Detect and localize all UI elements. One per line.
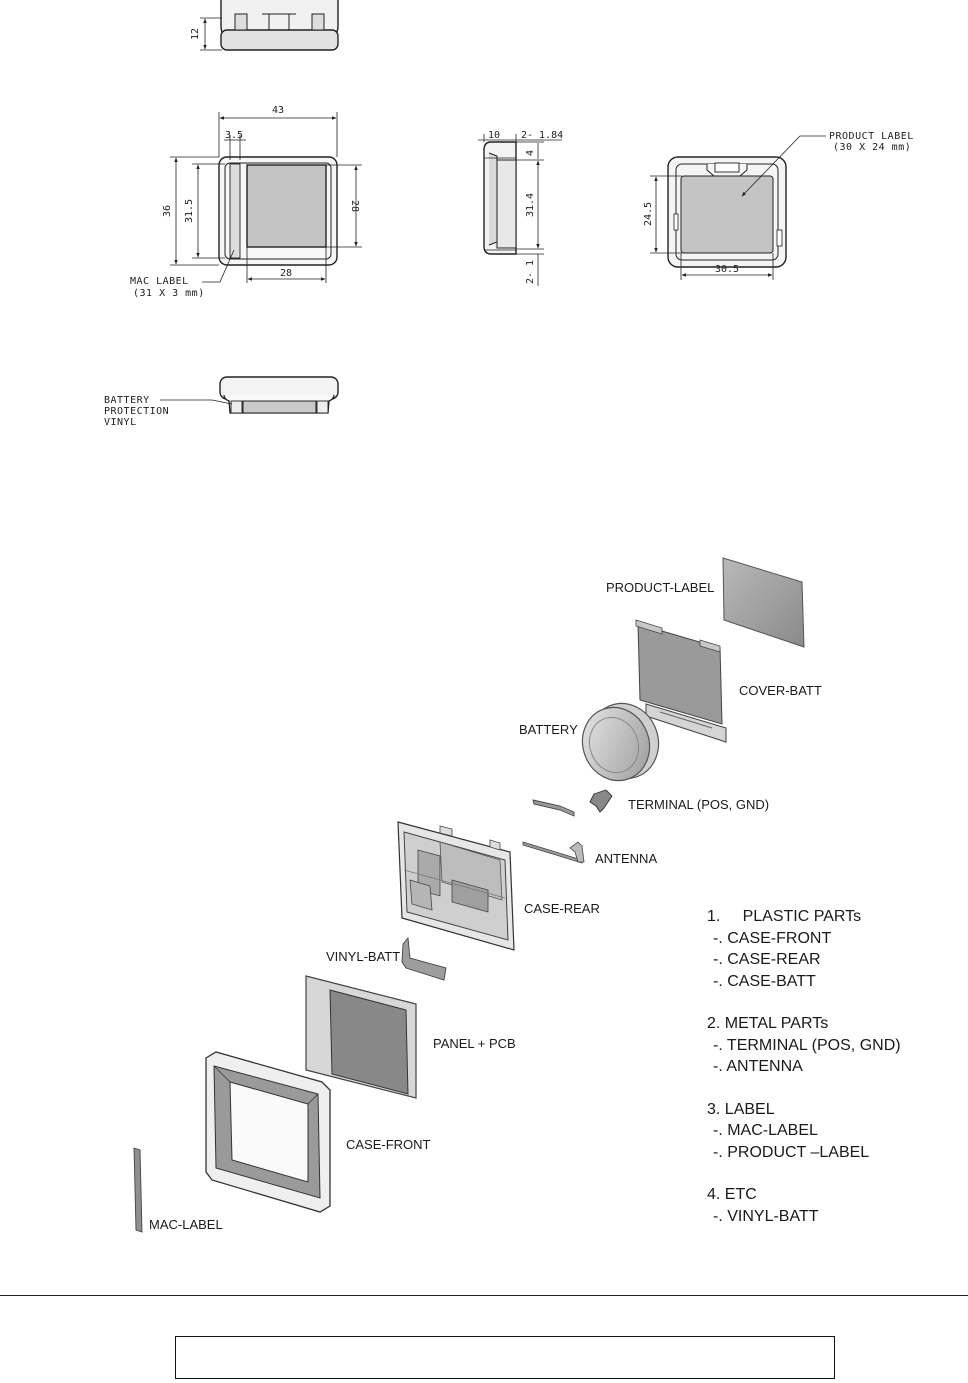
dim-front-height: 36 — [162, 205, 173, 217]
panel-pcb-part — [305, 975, 417, 1099]
parts-item: -. TERMINAL (POS, GND) — [713, 1036, 901, 1054]
battery-callout-line1: BATTERY — [104, 395, 150, 406]
footer-divider — [0, 1295, 968, 1296]
rear-view: 24.5 30.5 PRODUCT LABEL (30 X 24 mm) — [643, 131, 914, 280]
exploded-label-battery: BATTERY — [519, 722, 578, 737]
product-label-callout-line2: (30 X 24 mm) — [833, 142, 911, 153]
dim-side-top-gap: 4 — [525, 150, 536, 156]
side-view: 10 2- 1.84 4 31.4 2- 1 — [478, 130, 563, 286]
parts-item: -. MAC-LABEL — [713, 1122, 818, 1139]
front-view: 43 3.5 36 31.5 28 28 MAC LABEL (31 X 3 m… — [130, 105, 362, 299]
vinyl-batt-part — [401, 936, 447, 981]
exploded-label-product-label: PRODUCT-LABEL — [606, 580, 714, 595]
parts-group-metal: 2. METAL PARTs -. TERMINAL (POS, GND) -.… — [707, 1013, 957, 1078]
antenna-part — [522, 841, 585, 864]
terminal-part — [532, 789, 613, 817]
dim-side-height: 31.4 — [525, 193, 536, 217]
dim-window-height: 28 — [349, 200, 360, 212]
case-front-part — [205, 1051, 331, 1213]
dim-rear-width: 30.5 — [715, 264, 739, 275]
exploded-label-antenna: ANTENNA — [595, 851, 657, 866]
dim-rear-height: 24.5 — [643, 202, 654, 226]
parts-group-plastic: 1. PLASTIC PARTs -. CASE-FRONT -. CASE-R… — [707, 906, 957, 992]
parts-group-heading: 4. ETC — [707, 1186, 757, 1203]
parts-list: 1. PLASTIC PARTs -. CASE-FRONT -. CASE-R… — [707, 906, 957, 1248]
exploded-label-vinyl-batt: VINYL-BATT — [326, 949, 400, 964]
dim-front-width: 43 — [272, 105, 284, 116]
dim-side-step-bottom: 2- 1 — [525, 260, 536, 284]
parts-item: -. CASE-REAR — [713, 951, 821, 968]
parts-item: -. ANTENNA — [713, 1058, 803, 1075]
footer-box — [175, 1336, 835, 1379]
mac-label-callout-line1: MAC LABEL — [130, 276, 189, 287]
parts-item: -. CASE-BATT — [713, 972, 816, 990]
parts-item: -. PRODUCT –LABEL — [713, 1143, 870, 1161]
dim-inner-height: 31.5 — [184, 199, 195, 223]
parts-group-etc: 4. ETC -. VINYL-BATT — [707, 1184, 957, 1227]
dim-side-depth: 10 — [488, 130, 500, 141]
dim-side-step-top: 2- 1.84 — [521, 130, 563, 141]
battery-callout-line3: VINYL — [104, 417, 137, 428]
top-view: 12 — [190, 0, 339, 51]
parts-group-heading: 3. LABEL — [707, 1100, 775, 1118]
mac-label-part — [133, 1147, 143, 1233]
mac-label-callout-line2: (31 X 3 mm) — [133, 288, 205, 299]
battery-part — [581, 702, 660, 782]
case-rear-part — [397, 821, 515, 951]
parts-item: -. VINYL-BATT — [713, 1207, 819, 1225]
dim-bezel-offset: 3.5 — [225, 130, 243, 141]
bottom-view: BATTERY PROTECTION VINYL — [104, 376, 339, 428]
exploded-label-case-rear: CASE-REAR — [524, 901, 600, 916]
battery-callout-line2: PROTECTION — [104, 406, 169, 417]
exploded-view: PRODUCT-LABEL COVER-BATT BATTERY TERMINA… — [133, 557, 822, 1233]
exploded-label-panel-pcb: PANEL + PCB — [433, 1036, 516, 1051]
exploded-label-terminal: TERMINAL (POS, GND) — [628, 797, 769, 812]
parts-item: -. CASE-FRONT — [713, 929, 832, 947]
parts-group-label: 3. LABEL -. MAC-LABEL -. PRODUCT –LABEL — [707, 1099, 957, 1164]
exploded-label-mac-label: MAC-LABEL — [149, 1217, 223, 1232]
exploded-label-case-front: CASE-FRONT — [346, 1137, 431, 1152]
parts-group-heading: 1. PLASTIC PARTs — [707, 908, 862, 925]
product-label-part — [722, 557, 805, 648]
exploded-label-cover-batt: COVER-BATT — [739, 683, 822, 698]
dim-top-height: 12 — [190, 28, 201, 40]
parts-group-heading: 2. METAL PARTs — [707, 1015, 829, 1032]
cover-batt-part — [635, 619, 727, 743]
dim-window-width: 28 — [280, 268, 292, 279]
product-label-callout-line1: PRODUCT LABEL — [829, 131, 914, 142]
